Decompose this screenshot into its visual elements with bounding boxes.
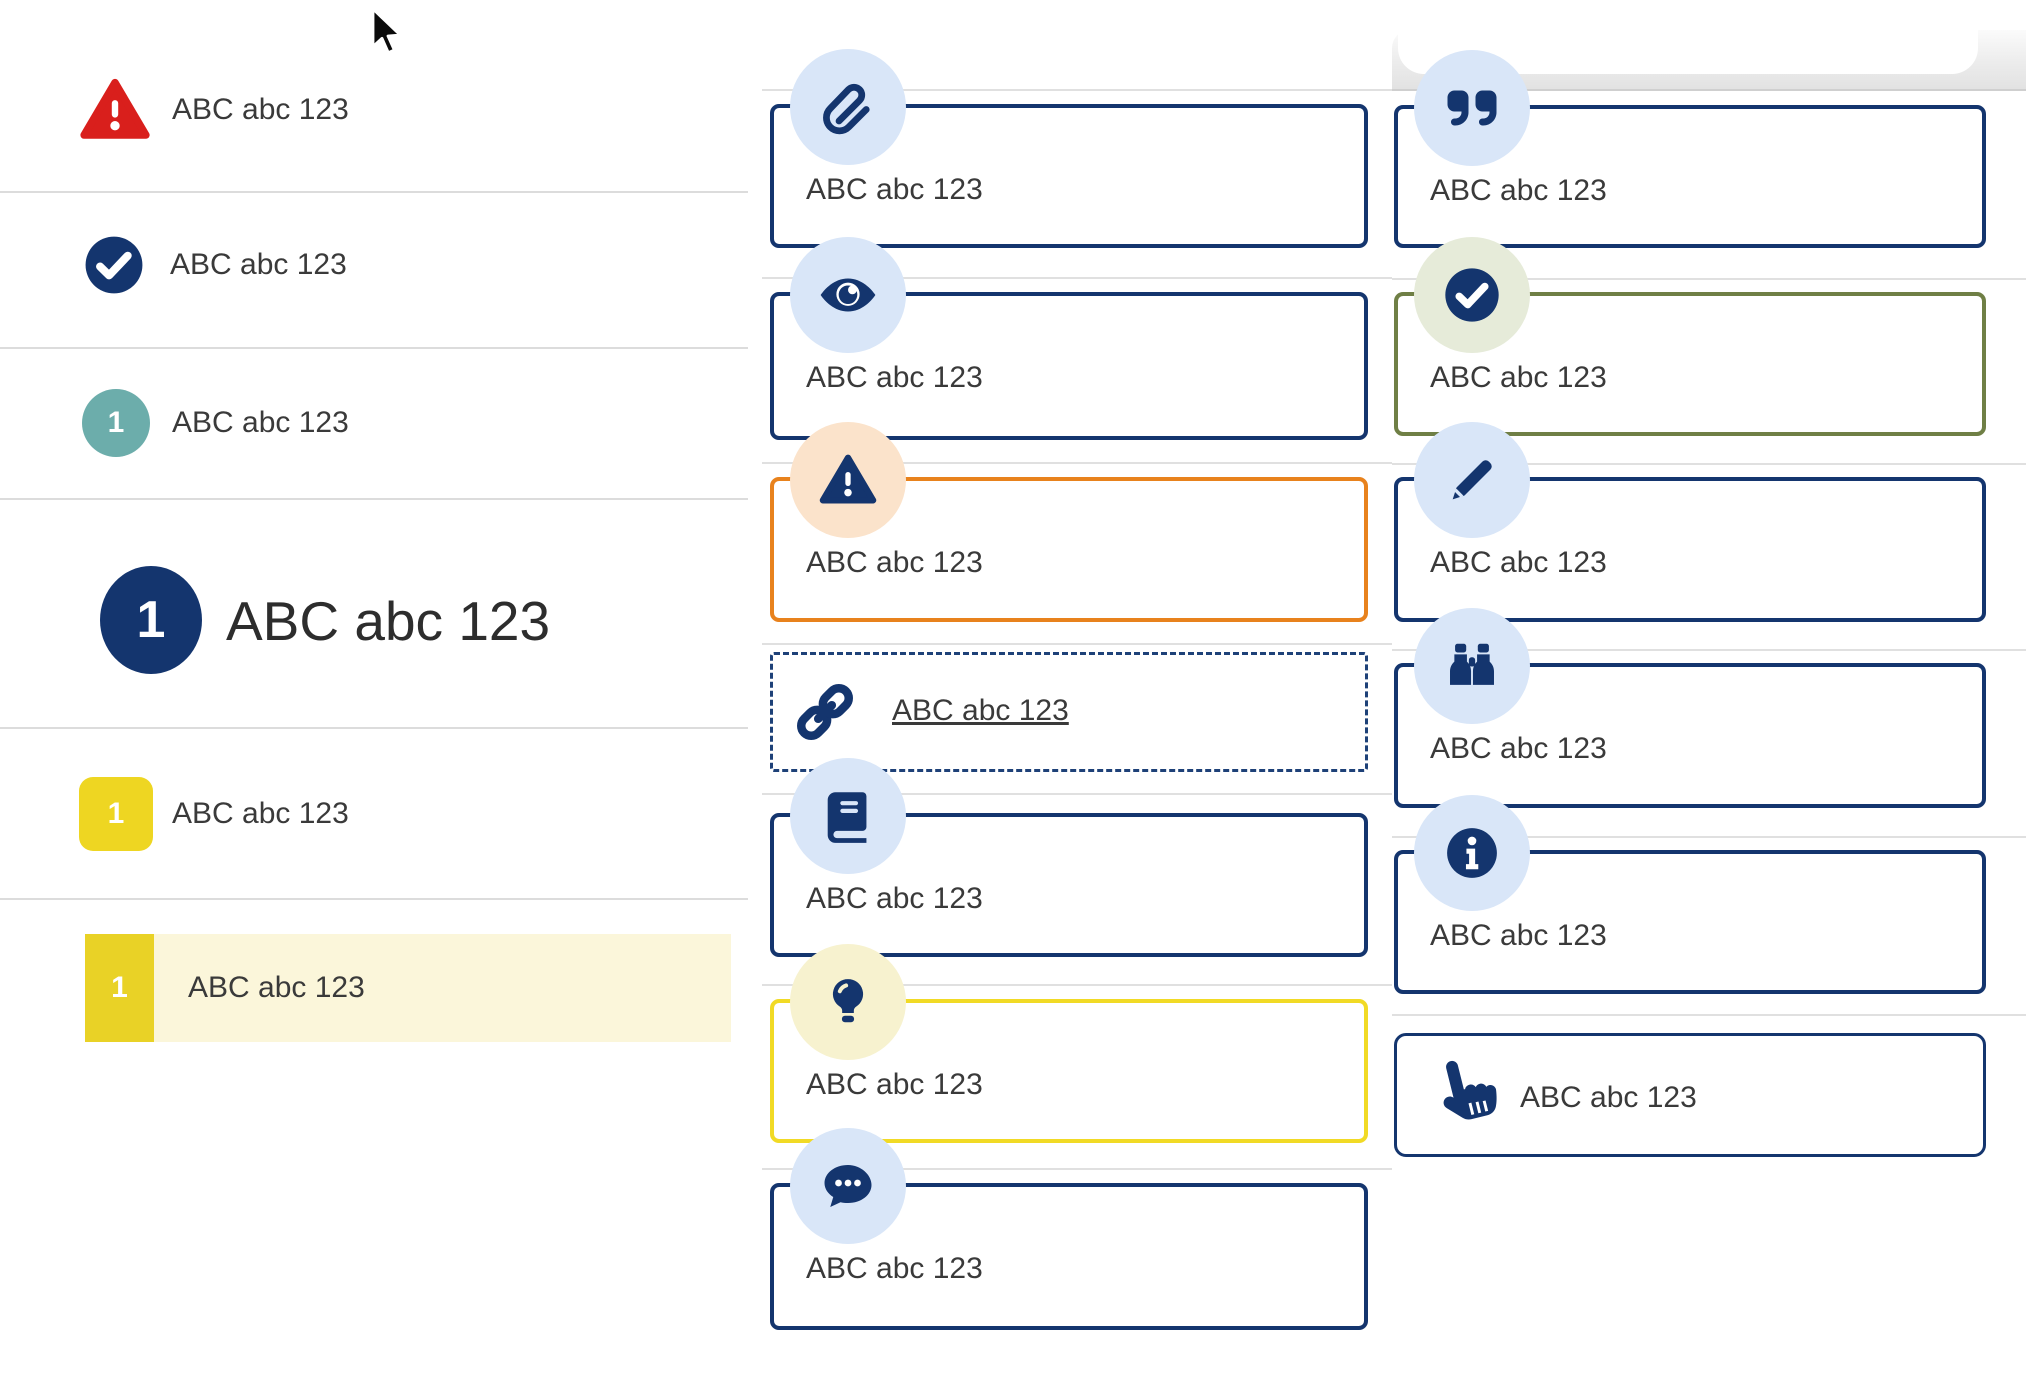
callout-label: ABC abc 123 (806, 173, 983, 206)
divider (0, 727, 748, 729)
list-item-label: ABC abc 123 (172, 93, 349, 126)
callout-label: ABC abc 123 (806, 546, 983, 579)
divider (1392, 278, 2026, 280)
eye-icon (790, 237, 906, 353)
callout-quote: ABC abc 123 (1394, 50, 1986, 248)
callout-label: ABC abc 123 (1520, 1081, 1697, 1114)
pencil-icon (1414, 422, 1530, 538)
info-icon (1414, 795, 1530, 911)
yellow-number-block: 1 (85, 934, 154, 1042)
callout-label: ABC abc 123 (1430, 919, 1607, 952)
divider (0, 898, 748, 900)
callout-label: ABC abc 123 (806, 882, 983, 915)
callout-warning: ABC abc 123 (770, 422, 1368, 622)
callout-info: ABC abc 123 (1394, 795, 1986, 994)
divider (762, 462, 1392, 464)
divider (762, 643, 1392, 645)
list-item-heading: ABC abc 123 (226, 590, 551, 652)
divider (762, 89, 1392, 91)
divider (762, 1168, 1392, 1170)
check-circle-icon (83, 234, 145, 296)
divider (762, 793, 1392, 795)
list-item-label: ABC abc 123 (170, 248, 347, 281)
yellow-number-badge: 1 (79, 777, 153, 851)
callout-attachment: ABC abc 123 (770, 49, 1368, 248)
mouse-cursor-icon (368, 6, 408, 62)
hand-pointer-icon (1424, 1055, 1502, 1133)
link-icon (791, 678, 859, 746)
warning-triangle-icon (790, 422, 906, 538)
divider (0, 191, 748, 193)
warning-triangle-icon (80, 78, 150, 142)
navy-number-badge: 1 (100, 566, 202, 674)
divider (1392, 1014, 2026, 1016)
chat-bubble-icon (790, 1128, 906, 1244)
callout-comment: ABC abc 123 (770, 1128, 1368, 1330)
callout-action[interactable]: ABC abc 123 (1394, 1033, 1986, 1157)
book-icon (790, 758, 906, 874)
divider (1392, 463, 2026, 465)
divider (1392, 649, 2026, 651)
callout-link-text[interactable]: ABC abc 123 (892, 694, 1069, 727)
check-circle-icon (1414, 237, 1530, 353)
callout-label: ABC abc 123 (806, 1068, 983, 1101)
divider (762, 277, 1392, 279)
list-item-label: ABC abc 123 (188, 971, 365, 1004)
callout-tip: ABC abc 123 (770, 944, 1368, 1143)
callout-reference: ABC abc 123 (770, 758, 1368, 957)
callout-label: ABC abc 123 (1430, 361, 1607, 394)
callout-preview: ABC abc 123 (770, 237, 1368, 440)
callout-label: ABC abc 123 (1430, 546, 1607, 579)
list-item-label: ABC abc 123 (172, 406, 349, 439)
callout-edit: ABC abc 123 (1394, 422, 1986, 622)
divider (762, 984, 1392, 986)
callout-success: ABC abc 123 (1394, 237, 1986, 436)
callout-label: ABC abc 123 (806, 361, 983, 394)
callout-label: ABC abc 123 (1430, 174, 1607, 207)
quote-icon (1414, 50, 1530, 166)
callout-search: ABC abc 123 (1394, 608, 1986, 808)
highlight-band (154, 934, 731, 1042)
divider (0, 498, 748, 500)
paperclip-icon (790, 49, 906, 165)
callout-label: ABC abc 123 (806, 1252, 983, 1285)
divider (0, 347, 748, 349)
divider (1392, 836, 2026, 838)
callout-label: ABC abc 123 (1430, 732, 1607, 765)
teal-number-badge: 1 (82, 389, 150, 457)
callout-link: ABC abc 123 (770, 652, 1368, 772)
binoculars-icon (1414, 608, 1530, 724)
list-item-label: ABC abc 123 (172, 797, 349, 830)
lightbulb-icon (790, 944, 906, 1060)
